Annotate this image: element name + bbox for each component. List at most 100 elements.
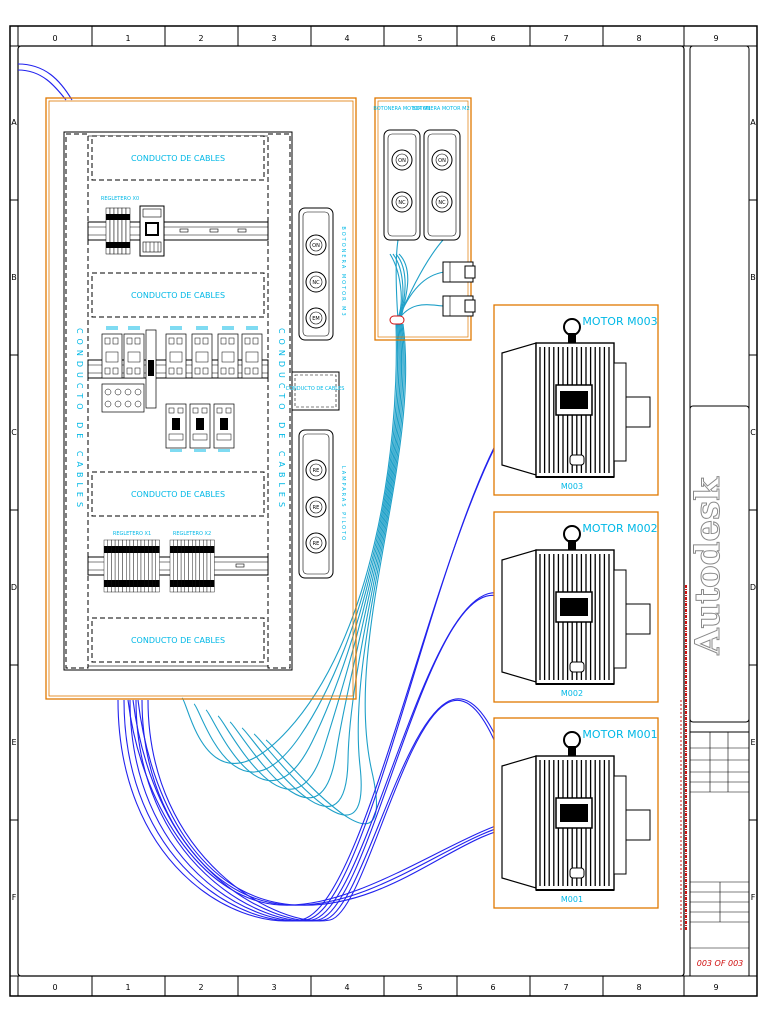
- cyan-wire: [205, 323, 400, 782]
- row-label: B: [11, 273, 17, 282]
- push-button-icon: [305, 234, 327, 256]
- overload-relays: [165, 403, 235, 452]
- duct-horizontal-3: CONDUCTO DE CABLES: [91, 471, 265, 517]
- push-button-icon: [391, 149, 413, 171]
- column-label: 1: [125, 34, 130, 43]
- control-cabinet: CONDUCTO DE CABLES CONDUCTO DE CABLES CO…: [45, 97, 357, 700]
- duct-horizontal-4: CONDUCTO DE CABLES: [91, 617, 265, 663]
- row-label: A: [11, 118, 17, 127]
- push-button-icon: [305, 307, 327, 329]
- row-label: E: [11, 738, 16, 747]
- push-button-label: ON: [438, 158, 446, 164]
- remote-button-box: BOTONERA MOTOR M1 BOTONERA MOTOR M2 ON NC…: [373, 97, 476, 341]
- push-button-icon: [305, 271, 327, 293]
- row-label: F: [12, 893, 17, 902]
- door-station-bottom-label: LAMPARAS PILOTO: [340, 466, 346, 542]
- push-button-label: ON: [312, 243, 320, 249]
- cyan-wire: [389, 253, 402, 319]
- push-button-icon: [391, 191, 413, 213]
- autodesk-logo: Autodesk: [688, 476, 728, 656]
- small-duct-label: CONDUCTO DE CABLES: [286, 386, 345, 392]
- contactor: [101, 383, 145, 413]
- cyan-wire: [193, 323, 399, 773]
- column-label: 3: [271, 34, 276, 43]
- remote-box-label-1: BOTONERA MOTOR M1: [373, 106, 430, 112]
- small-duct: CONDUCTO DE CABLES: [286, 371, 345, 411]
- push-button-icon: [431, 149, 453, 171]
- push-button-icon: [442, 261, 476, 283]
- cyan-wire: [181, 323, 397, 764]
- column-label: 7: [563, 983, 568, 992]
- breaker: [123, 333, 145, 379]
- column-label: 7: [563, 34, 568, 43]
- column-label: 4: [344, 983, 349, 992]
- breaker: [241, 333, 263, 379]
- remote-station: [423, 129, 461, 241]
- breaker: [217, 333, 239, 379]
- column-label: 5: [417, 983, 422, 992]
- row-label: E: [750, 738, 755, 747]
- title-block: Autodesk 003 OF 003: [680, 405, 750, 977]
- pilot-lamp-icon: [305, 532, 327, 554]
- row-label: C: [11, 428, 17, 437]
- remote-station: [383, 129, 421, 241]
- duct-horizontal-3-label: CONDUCTO DE CABLES: [131, 490, 225, 499]
- blue-wire: [135, 594, 523, 922]
- cyan-wire: [217, 323, 401, 790]
- breaker: [165, 333, 187, 379]
- push-button-label: NC: [398, 200, 406, 206]
- breakers-row: [101, 326, 263, 413]
- column-label: 0: [52, 34, 57, 43]
- duct-vertical-right-label: CONDUCTO DE CABLES: [277, 328, 286, 512]
- motor-tag: M002: [561, 689, 583, 698]
- row-label: D: [750, 583, 756, 592]
- row-ticks: [10, 45, 757, 977]
- wiring: [17, 63, 526, 922]
- duct-horizontal-2-label: CONDUCTO DE CABLES: [131, 291, 225, 300]
- column-label: 6: [490, 34, 495, 43]
- remote-box-label-2: BOTONERA MOTOR M2: [412, 106, 469, 112]
- push-button-icon: [442, 295, 476, 317]
- pilot-lamp-label: RE: [313, 468, 320, 474]
- row-label: C: [750, 428, 756, 437]
- column-label: 8: [636, 34, 641, 43]
- column-label: 9: [713, 34, 718, 43]
- duct-horizontal-4-label: CONDUCTO DE CABLES: [131, 636, 225, 645]
- pilot-lamp-label: RE: [313, 541, 320, 547]
- duct-vertical-left-label: CONDUCTO DE CABLES: [75, 328, 84, 512]
- row-label: A: [750, 118, 756, 127]
- terminal-block-icon: [105, 207, 131, 255]
- blue-wire: [132, 699, 523, 906]
- column-label: 0: [52, 983, 57, 992]
- duct-horizontal-1: CONDUCTO DE CABLES: [91, 135, 265, 181]
- motor-title: MOTOR M001: [582, 728, 657, 741]
- column-label: 5: [417, 34, 422, 43]
- row-label: F: [751, 893, 756, 902]
- push-button-icon: [431, 191, 453, 213]
- column-ticks: [17, 26, 758, 996]
- blue-wire: [137, 699, 523, 906]
- cyan-wire: [398, 253, 409, 319]
- column-label: 3: [271, 983, 276, 992]
- push-button-label: ON: [398, 158, 406, 164]
- motor-title: MOTOR M002: [582, 522, 657, 535]
- column-label: 8: [636, 983, 641, 992]
- push-button-label: NC: [312, 280, 320, 286]
- cyan-wire: [253, 323, 405, 816]
- blue-wire: [147, 699, 523, 922]
- blue-wire: [127, 699, 523, 906]
- title-block-grid: [690, 732, 749, 949]
- power-supply: [139, 205, 165, 257]
- column-label: 2: [198, 983, 203, 992]
- sheet-number: 003 OF 003: [697, 959, 744, 968]
- breaker: [191, 333, 213, 379]
- cyan-wire: [241, 323, 404, 808]
